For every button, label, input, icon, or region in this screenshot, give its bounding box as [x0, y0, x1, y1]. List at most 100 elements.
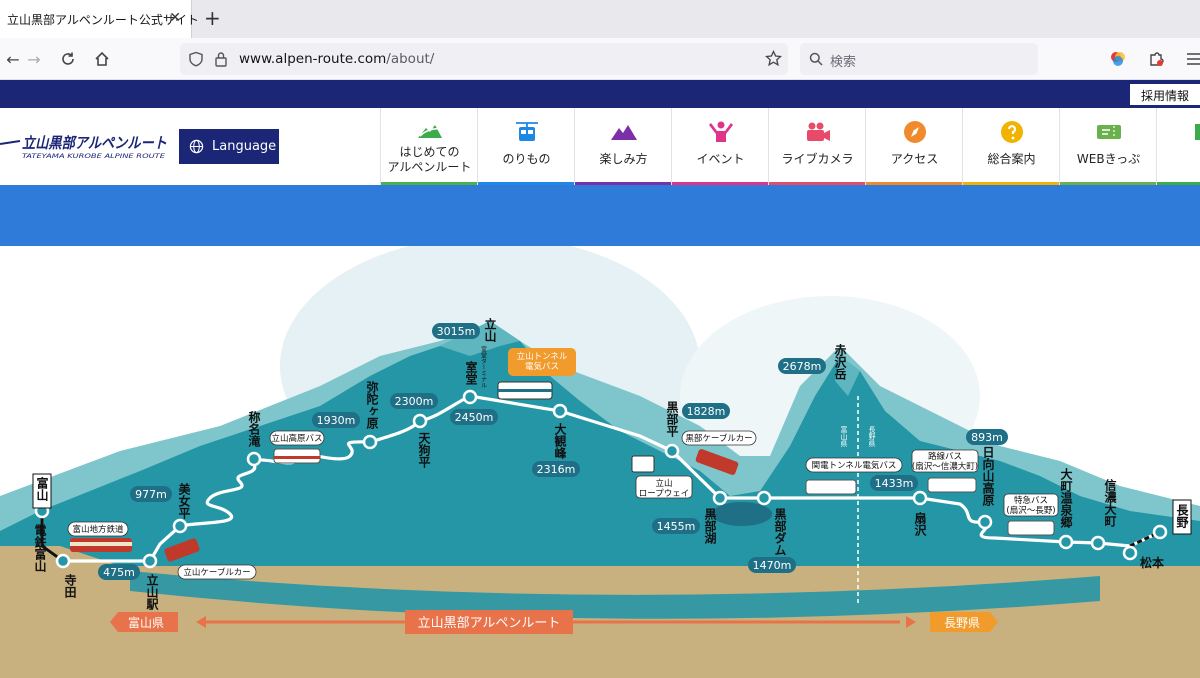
station-kurobe-dam: 黒部ダム: [773, 508, 787, 556]
vehicle-cable-kurobe: 黒部ケーブルカー: [685, 433, 752, 444]
station-omachi-onsenkyo: 大町温泉郷: [1059, 467, 1073, 529]
nav-item-access[interactable]: アクセス: [865, 108, 962, 185]
vehicle-tunnel-bus: 立山トンネル電気バス: [517, 351, 568, 372]
ropeway-icon: [516, 122, 538, 141]
nav-label: はじめての アルペンルート: [381, 145, 478, 175]
station-dot[interactable]: [55, 553, 71, 569]
station-murodo: 室堂: [464, 360, 478, 386]
station-nagano: 長野: [1175, 503, 1189, 529]
divider-nagano-pref: 長野県: [868, 426, 876, 448]
station-dot[interactable]: [142, 553, 158, 569]
nav-item-livecam[interactable]: ライブカメラ: [768, 108, 865, 185]
nav-underline: [575, 182, 671, 185]
language-button[interactable]: Language: [179, 129, 279, 164]
station-tateyama-st: 立山駅: [145, 573, 159, 611]
search-input[interactable]: 検索: [830, 55, 857, 70]
nav-item-info[interactable]: 総合案内: [962, 108, 1059, 185]
hero-banner: [0, 185, 1200, 246]
search-bar[interactable]: 検索: [800, 43, 1038, 75]
nav-underline: [381, 182, 477, 185]
station-shinano-omachi: 信濃大町: [1103, 478, 1117, 528]
route-line: [40, 394, 1161, 563]
vehicle-toyama-chiho: 富山地方鉄道: [72, 524, 124, 535]
language-label: Language: [212, 139, 277, 154]
nav-label: 楽しみ方: [599, 152, 648, 166]
station-dot[interactable]: [664, 443, 680, 459]
menu-icon[interactable]: [1185, 50, 1200, 68]
color-extension-icon[interactable]: [1109, 50, 1127, 68]
vehicle-cable-tateyama: 立山ケーブルカー: [183, 567, 250, 578]
vehicle-kanden-bus: 関電トンネル電気バス: [812, 460, 897, 471]
elevation-tateyama: 3015m: [437, 325, 476, 338]
mountain-icon: [418, 125, 442, 138]
station-dot[interactable]: [1152, 524, 1168, 540]
forward-icon[interactable]: →: [27, 49, 41, 69]
browser-toolbar: ← → www.alpen-route.com/about/ 検索: [0, 38, 1200, 80]
nav-underline: [478, 182, 574, 185]
station-terada: 寺田: [63, 573, 77, 599]
elevation-ogisawa: 1433m: [875, 477, 914, 490]
nav-item-beginners[interactable]: はじめての アルペンルート: [380, 108, 477, 185]
shield-icon[interactable]: [188, 51, 204, 67]
elevation-murodo: 2450m: [455, 411, 494, 424]
station-shomyodaki: 称名滝: [247, 410, 261, 448]
nav-item-vehicles[interactable]: のりもの: [477, 108, 574, 185]
nav-item-events[interactable]: イベント: [671, 108, 768, 185]
mountains-icon: [611, 125, 637, 140]
station-bijodaira: 美女平: [177, 482, 191, 520]
station-dot[interactable]: [1090, 535, 1106, 551]
station-dot[interactable]: [462, 389, 478, 405]
nav-underline: [866, 182, 962, 185]
station-dot[interactable]: [172, 518, 188, 534]
nav-label: イベント: [696, 152, 745, 166]
station-dot[interactable]: [362, 434, 378, 450]
video-camera-icon: [807, 122, 830, 141]
svg-text:立山黒部アルペンルート: 立山黒部アルペンルート: [22, 134, 167, 152]
nav-underline: [1060, 182, 1156, 185]
station-dot[interactable]: [1122, 545, 1138, 561]
station-toyama: 富山: [35, 476, 49, 502]
station-tateyama: 立山: [483, 317, 497, 343]
station-dot[interactable]: [756, 490, 772, 506]
compass-icon: [904, 121, 926, 143]
nav-label: 総合案内: [987, 152, 1036, 166]
site-logo[interactable]: 立山黒部アルペンルート TATEYAMA KUROBE ALPINE ROUTE: [0, 133, 170, 163]
nav-label-text: はじめての アルペンルート: [387, 145, 472, 174]
divider-toyama-pref: 富山県: [840, 425, 848, 448]
station-dot[interactable]: [712, 490, 728, 506]
bookmark-star-icon[interactable]: [765, 50, 782, 67]
extension-icon[interactable]: [1147, 50, 1165, 68]
browser-tab[interactable]: 立山黒部アルペンルート公式サイト ✕: [0, 0, 199, 38]
reload-icon[interactable]: [57, 48, 79, 70]
station-dot[interactable]: [246, 451, 262, 467]
vehicle-route-bus: 路線バス(扇沢～信濃大町): [912, 451, 978, 472]
new-tab-icon[interactable]: +: [204, 6, 221, 30]
ticket-icon: [1097, 125, 1121, 139]
nav-item-webticket[interactable]: WEBきっぷ: [1059, 108, 1156, 185]
nav-item-enjoy[interactable]: 楽しみ方: [574, 108, 671, 185]
globe-icon: [189, 139, 204, 154]
station-dot[interactable]: [977, 514, 993, 530]
url-bar[interactable]: www.alpen-route.com/about/: [180, 43, 788, 75]
nav-item-more[interactable]: [1156, 108, 1200, 185]
nagano-pref-tag: [930, 612, 998, 632]
vehicle-kogen-bus: 立山高原バス: [271, 433, 322, 444]
back-icon[interactable]: ←: [6, 49, 20, 69]
nav-label: ライブカメラ: [781, 152, 854, 166]
station-tengudaira: 天狗平: [417, 432, 431, 469]
browser-tab-bar: 立山黒部アルペンルート公式サイト ✕ +: [0, 0, 1200, 38]
station-dot[interactable]: [912, 490, 928, 506]
station-kurobeko: 黒部湖: [703, 508, 717, 545]
close-icon[interactable]: ✕: [169, 10, 181, 26]
recruit-link[interactable]: 採用情報: [1130, 84, 1200, 105]
lock-icon[interactable]: [214, 51, 228, 67]
station-dot[interactable]: [412, 413, 428, 429]
home-icon[interactable]: [91, 48, 113, 70]
elevation-akazawadake: 2678m: [783, 360, 822, 373]
station-dot[interactable]: [552, 403, 568, 419]
station-dot[interactable]: [1058, 534, 1074, 550]
vehicle-ropeway: 立山ロープウェイ: [639, 478, 690, 499]
elevation-kurobe-dam: 1470m: [753, 559, 792, 572]
nav-label: のりもの: [502, 152, 551, 166]
main-mountain: [0, 321, 1200, 606]
